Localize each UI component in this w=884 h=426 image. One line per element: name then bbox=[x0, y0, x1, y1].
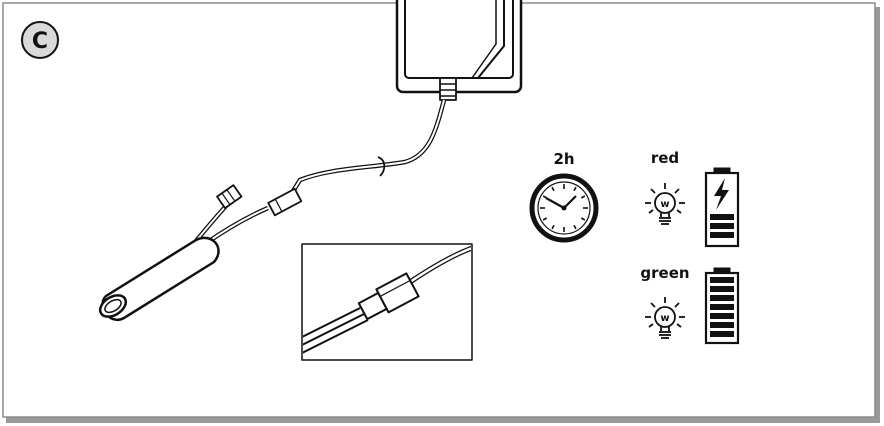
status-green-label: green bbox=[640, 264, 689, 282]
battery-charging-icon bbox=[704, 167, 740, 248]
led-w-icon-red: w bbox=[645, 183, 685, 225]
svg-text:w: w bbox=[660, 199, 669, 210]
step-badge: C bbox=[21, 21, 59, 59]
status-red-label: red bbox=[651, 149, 679, 167]
battery-pack bbox=[98, 184, 303, 322]
charger-icon bbox=[395, 0, 523, 101]
charger-cable bbox=[288, 99, 447, 198]
clock-icon bbox=[529, 173, 599, 243]
led-w-icon-green: w bbox=[645, 297, 685, 339]
step-label: C bbox=[32, 29, 48, 54]
connector-detail-inset bbox=[301, 243, 473, 361]
battery-full-icon bbox=[704, 267, 740, 345]
svg-text:w: w bbox=[660, 313, 669, 324]
timer-label: 2h bbox=[553, 150, 574, 168]
